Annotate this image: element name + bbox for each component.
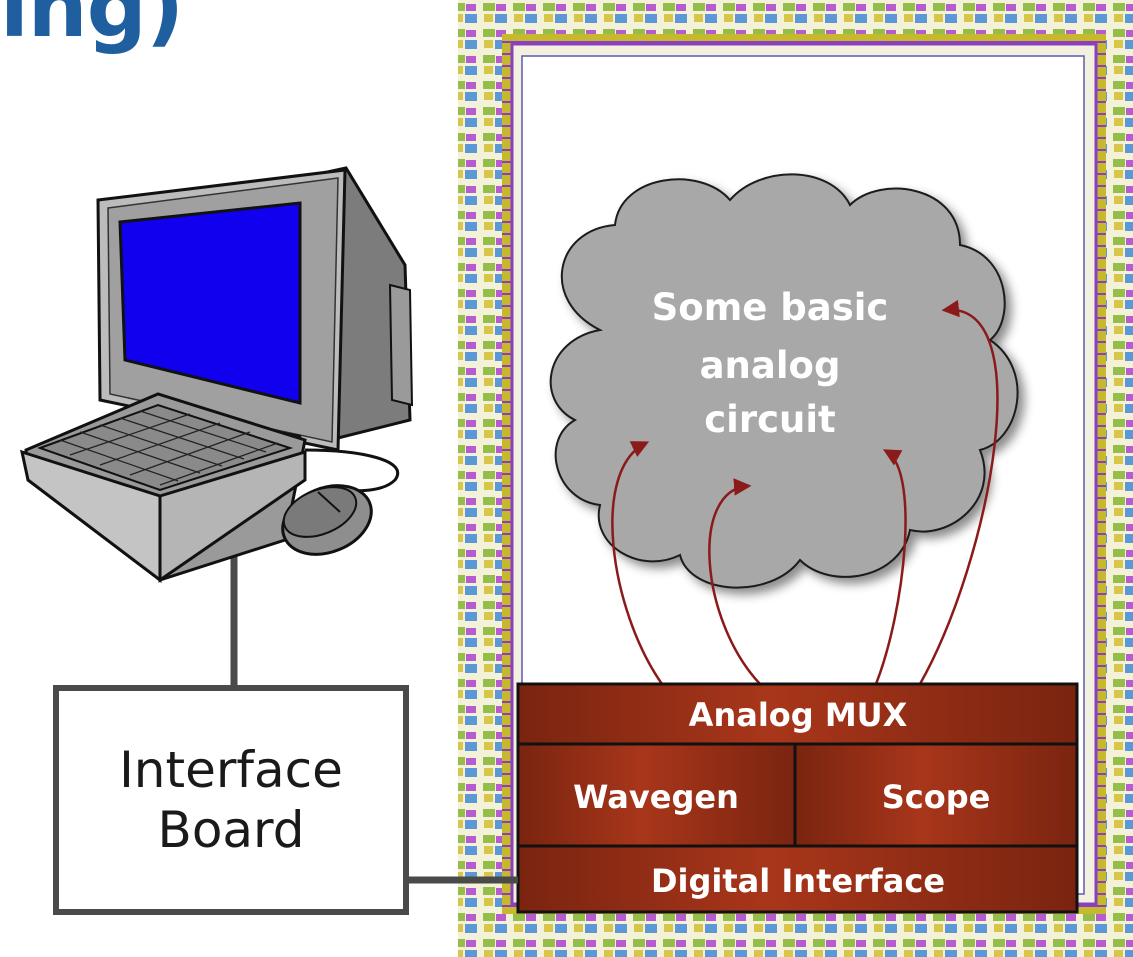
analog-circuit-cloud [549,173,1019,589]
cloud-label-line-1: Some basic [652,286,889,329]
keyboard-icon [19,392,307,584]
cloud-label-line-3: circuit [704,398,836,441]
digital-interface-label: Digital Interface [651,862,945,900]
computer-monitor-icon [96,166,414,462]
scope-block [793,742,1079,848]
wavegen-label: Wavegen [573,778,739,816]
arrow-3 [874,449,907,685]
interface-board-box [53,685,409,915]
mux-to-circuit-arrows [611,299,999,685]
interface-board-label: Interface Board [56,688,406,912]
arrow-4 [918,299,999,685]
mouse-cable [304,448,399,493]
scope-label: Scope [882,778,991,816]
interface-board-line-1: Interface [119,741,343,799]
arrow-1 [611,441,664,685]
interface-board-line-2: Board [157,801,305,859]
analog-mux-label: Analog MUX [689,696,908,734]
analog-mux-block [516,682,1079,746]
on-chip-blocks [516,682,1079,914]
digital-interface-block [516,844,1079,914]
mouse-icon [281,484,373,556]
slide-title-fragment: ing) [0,0,184,56]
arrow-2 [708,478,761,685]
cloud-label-line-2: analog [700,344,841,387]
